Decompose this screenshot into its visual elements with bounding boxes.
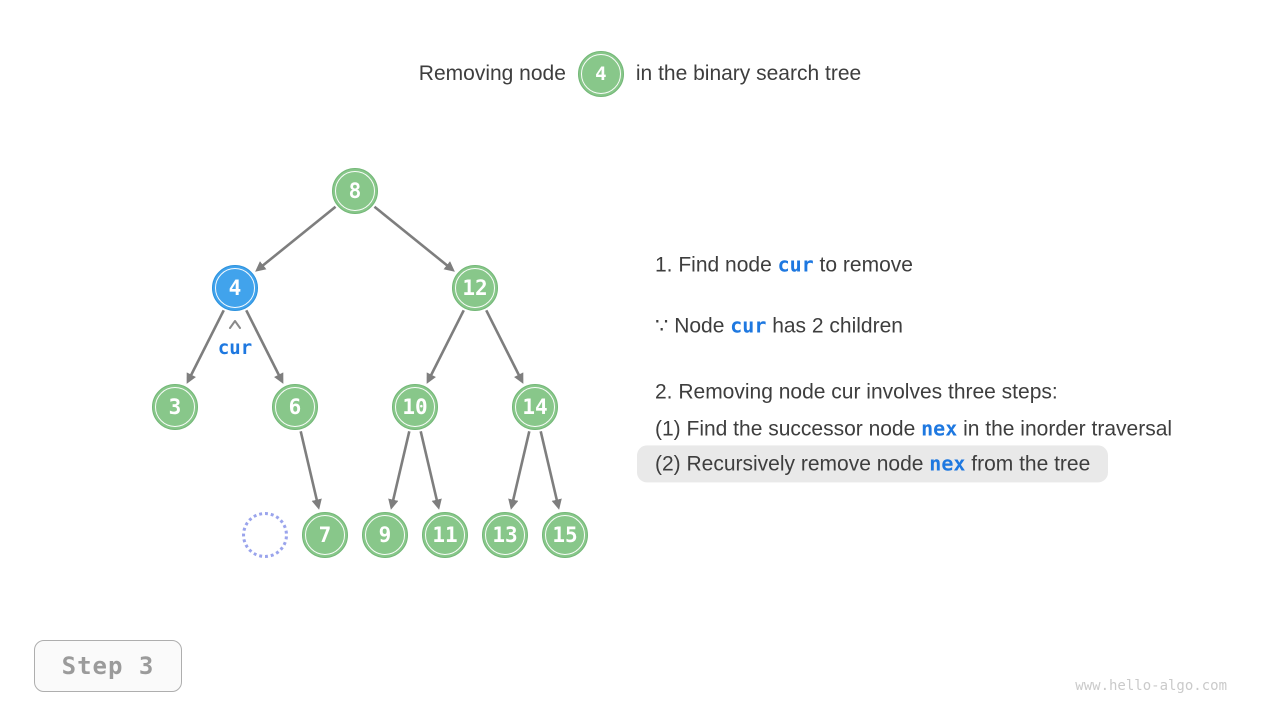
tree-edge-12-14	[485, 309, 524, 384]
note-text: in the inorder traversal	[957, 417, 1173, 441]
tree-node-4: 4	[212, 265, 258, 311]
tree-node-13: 13	[482, 512, 528, 558]
tree-node-9: 9	[362, 512, 408, 558]
note-text: (2) Recursively remove node	[655, 452, 930, 476]
tree-node-value: 3	[168, 395, 182, 419]
tree-node-7: 7	[302, 512, 348, 558]
note-text: 1. Find node	[655, 253, 778, 277]
tree-edge-8-4	[255, 205, 337, 272]
cur-pointer-label: cur	[217, 337, 253, 359]
title-text-prefix: Removing node	[418, 62, 566, 85]
tree-node-value: 12	[462, 276, 488, 300]
tree-node-6: 6	[272, 384, 318, 430]
inline-code: cur	[777, 252, 814, 277]
tree-node-8: 8	[332, 168, 378, 214]
note-text: 2. Removing node cur involves three step…	[655, 380, 1058, 404]
title-text-suffix: in the binary search tree	[635, 62, 862, 85]
tree-node-15: 15	[542, 512, 588, 558]
tree-edge-10-11	[419, 431, 442, 510]
step-badge-label: Step 3	[61, 652, 155, 680]
page-title: Removing node 4 in the binary search tre…	[0, 50, 1280, 98]
tree-edge-12-10	[426, 309, 465, 384]
note-line: 1. Find node cur to remove	[655, 252, 913, 277]
note-line: ∵ Node cur has 2 children	[655, 313, 903, 338]
tree-node-11: 11	[422, 512, 468, 558]
inline-code: cur	[730, 313, 767, 338]
note-line: (1) Find the successor node nex in the i…	[655, 416, 1172, 441]
tree-edge-14-15	[539, 431, 562, 510]
watermark: www.hello-algo.com	[1075, 678, 1227, 694]
tree-node-value: 7	[318, 523, 332, 547]
tree-edge-10-9	[388, 431, 411, 510]
tree-edge-6-7	[299, 431, 322, 510]
tree-node-value: 15	[552, 523, 578, 547]
note-text: has 2 children	[766, 314, 903, 338]
note-text: from the tree	[965, 452, 1091, 476]
title-node-value: 4	[595, 63, 607, 85]
note-text: to remove	[813, 253, 913, 277]
tree-node-value: 6	[288, 395, 302, 419]
tree-node-value: 13	[492, 523, 518, 547]
tree-node-value: 10	[402, 395, 428, 419]
tree-node-value: 11	[432, 523, 458, 547]
tree-edge-8-12	[373, 205, 455, 272]
removed-node-placeholder	[242, 512, 288, 558]
tree-node-3: 3	[152, 384, 198, 430]
note-text: (1) Find the successor node	[655, 417, 922, 441]
note-text: ∵ Node	[655, 314, 731, 338]
tree-edge-14-13	[508, 431, 531, 510]
tree-node-value: 14	[522, 395, 548, 419]
tree-node-10: 10	[392, 384, 438, 430]
pointer-up-arrow-icon	[229, 320, 241, 329]
note-line-highlighted: (2) Recursively remove node nex from the…	[637, 445, 1109, 483]
tree-node-value: 8	[348, 179, 362, 203]
inline-code: nex	[929, 451, 966, 476]
tree-node-14: 14	[512, 384, 558, 430]
step-badge: Step 3	[34, 640, 182, 692]
note-line: 2. Removing node cur involves three step…	[655, 379, 1058, 404]
tree-node-12: 12	[452, 265, 498, 311]
title-node-circle: 4	[577, 51, 624, 97]
inline-code: nex	[921, 416, 958, 441]
tree-node-value: 4	[228, 276, 242, 300]
tree-node-value: 9	[378, 523, 392, 547]
